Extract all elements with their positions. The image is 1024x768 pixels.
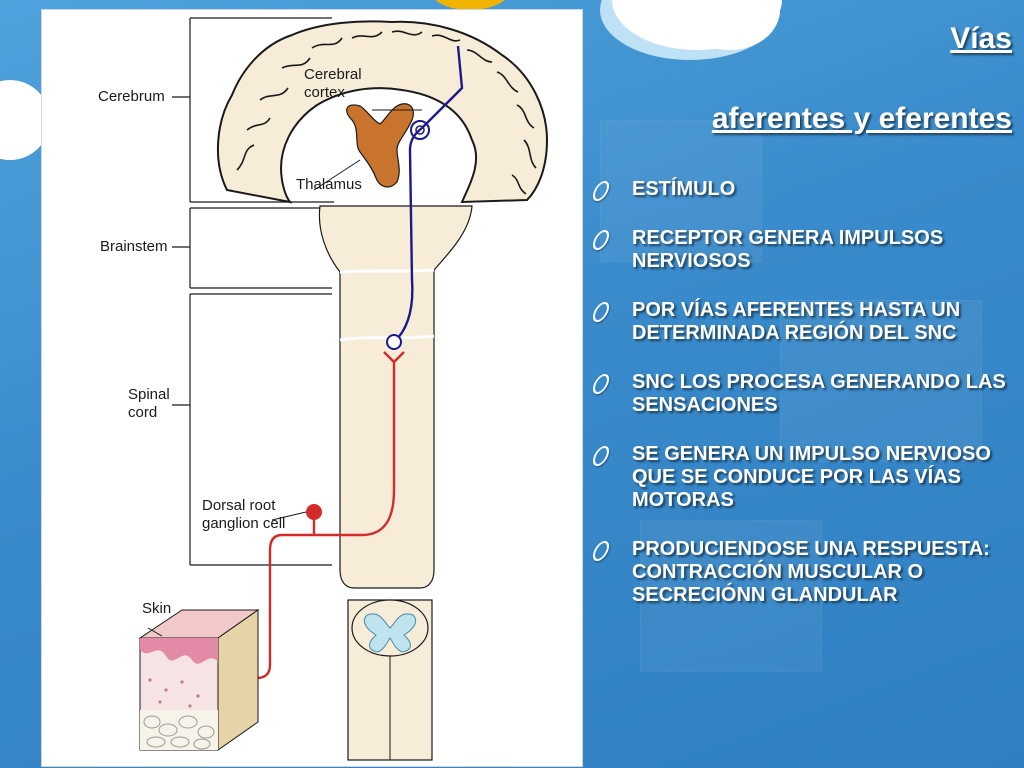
bullet-item: SNC LOS PROCESA GENERANDO LAS SENSACIONE…: [589, 371, 1010, 417]
bullet-text: POR VÍAS AFERENTES HASTA UN DETERMINADA …: [632, 299, 961, 344]
label-brainstem: Brainstem: [100, 238, 168, 255]
label-skin: Skin: [142, 600, 172, 617]
label-cerebrum: Cerebrum: [98, 88, 165, 105]
label-thalamus: Thalamus: [296, 176, 362, 193]
background-tile: [780, 300, 982, 462]
cord-cross-section: [347, 599, 433, 761]
bullet-item: SE GENERA UN IMPULSO NERVIOSO QUE SE CON…: [589, 443, 1010, 512]
afferent-upper-path: [372, 45, 464, 350]
bullet-text: PRODUCIENDOSE UNA RESPUESTA: CONTRACCIÓN…: [632, 538, 990, 606]
bullet-text: SE GENERA UN IMPULSO NERVIOSO QUE SE CON…: [632, 443, 991, 511]
bullet-marker-icon: [589, 446, 613, 466]
bullet-text: SNC LOS PROCESA GENERANDO LAS SENSACIONE…: [632, 371, 1006, 416]
nervous-pathway-figure: Cerebrum Cerebral cortex Thalamus Brains…: [42, 10, 582, 766]
bullet-item: PRODUCIENDOSE UNA RESPUESTA: CONTRACCIÓN…: [589, 538, 1010, 607]
spinal-cord-shape: [318, 205, 473, 589]
bullet-text: ESTÍMULO: [632, 178, 736, 200]
bullet-item: ESTÍMULO: [589, 178, 1010, 201]
label-cerebral-cortex: Cerebral cortex: [304, 66, 362, 101]
slide-title-line1: Vías: [950, 22, 1012, 56]
bullet-marker-icon: [589, 541, 613, 561]
bullet-list: ESTÍMULO RECEPTOR GENERA IMPULSOS NERVIO…: [589, 178, 1010, 633]
pathway-illustration: [138, 17, 549, 761]
cerebrum-shape: [217, 20, 549, 204]
bullet-marker-icon: [589, 230, 613, 250]
bullet-marker-icon: [589, 374, 613, 394]
region-brackets: [172, 17, 334, 566]
slide-title-line2: aferentes y eferentes: [711, 102, 1012, 136]
bullet-marker-icon: [589, 302, 613, 322]
label-spinal-cord: Spinal cord: [128, 386, 170, 421]
label-dorsal-root: Dorsal root ganglion cell: [202, 497, 286, 532]
bullet-marker-icon: [589, 181, 613, 201]
bullet-item: RECEPTOR GENERA IMPULSOS NERVIOSOS: [589, 227, 1010, 273]
bullet-text: RECEPTOR GENERA IMPULSOS NERVIOSOS: [632, 227, 944, 272]
background-tile: [600, 120, 762, 262]
skin-block: [138, 609, 260, 751]
bullet-item: POR VÍAS AFERENTES HASTA UN DETERMINADA …: [589, 299, 1010, 345]
thalamus-shape: [346, 103, 414, 188]
background-tile: [640, 520, 822, 672]
